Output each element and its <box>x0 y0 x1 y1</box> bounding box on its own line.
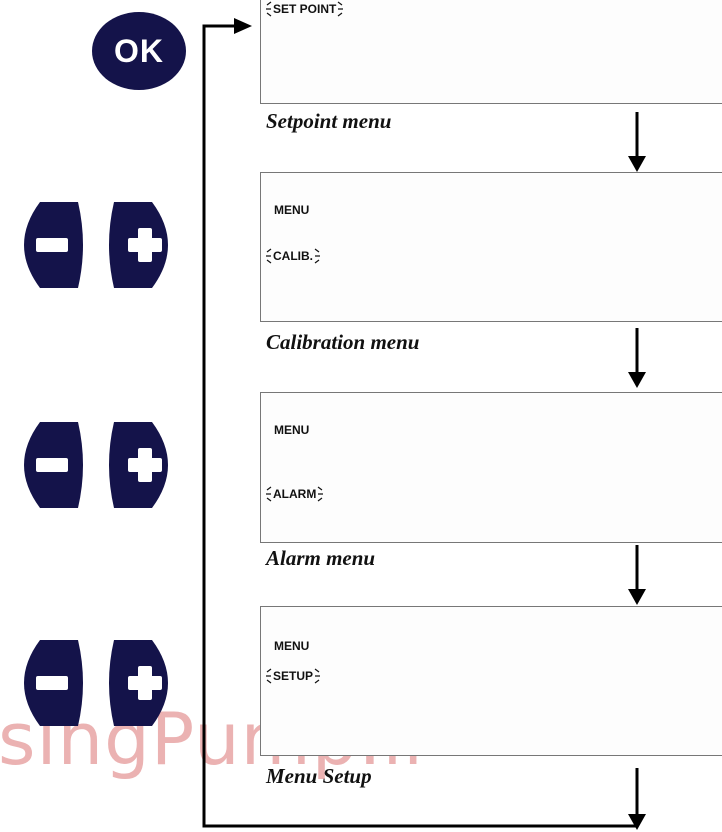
display-panel-calibration: MENU CALIB. <box>260 172 722 322</box>
blink-left-icon <box>266 668 272 684</box>
display-menu-label: MENU <box>274 639 310 653</box>
minus-icon <box>36 676 68 690</box>
blink-text: SET POINT <box>273 2 337 16</box>
loop-back-line <box>202 24 637 828</box>
caption-setpoint: Setpoint menu <box>266 109 392 133</box>
blink-text: ALARM <box>273 487 317 501</box>
display-panel-setpoint: SET POINT <box>260 0 722 104</box>
blink-left-icon <box>266 1 272 17</box>
caption-setup: Menu Setup <box>266 764 372 788</box>
display-blink-alarm: ALARM <box>265 485 324 503</box>
plus-button-2[interactable] <box>104 420 184 510</box>
display-panel-setup: MENU SETUP <box>260 606 722 756</box>
plus-button-1[interactable] <box>104 200 184 290</box>
caption-alarm: Alarm menu <box>266 546 376 570</box>
minus-button-3[interactable] <box>8 638 88 728</box>
ok-button[interactable]: OK <box>92 12 186 90</box>
blink-text: CALIB. <box>273 249 313 263</box>
plus-button-3[interactable] <box>104 638 184 728</box>
blink-right-icon <box>337 1 344 17</box>
display-panel-alarm: MENU ALARM <box>260 392 722 543</box>
blink-text: SETUP <box>273 669 314 683</box>
display-blink-setup: SETUP <box>265 667 321 685</box>
minus-button-2[interactable] <box>8 420 88 510</box>
minus-icon <box>36 238 68 252</box>
blink-right-icon <box>314 248 320 264</box>
display-blink-setpoint: SET POINT <box>265 0 344 18</box>
blink-right-icon <box>314 668 321 684</box>
display-menu-label: MENU <box>274 203 310 217</box>
blink-left-icon <box>266 486 272 502</box>
ok-label: OK <box>114 32 164 69</box>
minus-button-1[interactable] <box>8 200 88 290</box>
loop-arrow-head <box>234 18 252 34</box>
minus-icon <box>36 458 68 472</box>
caption-calibration: Calibration menu <box>266 330 420 354</box>
blink-left-icon <box>266 248 272 264</box>
blink-right-icon <box>317 486 324 502</box>
display-menu-label: MENU <box>274 423 310 437</box>
display-blink-calibration: CALIB. <box>265 247 321 265</box>
